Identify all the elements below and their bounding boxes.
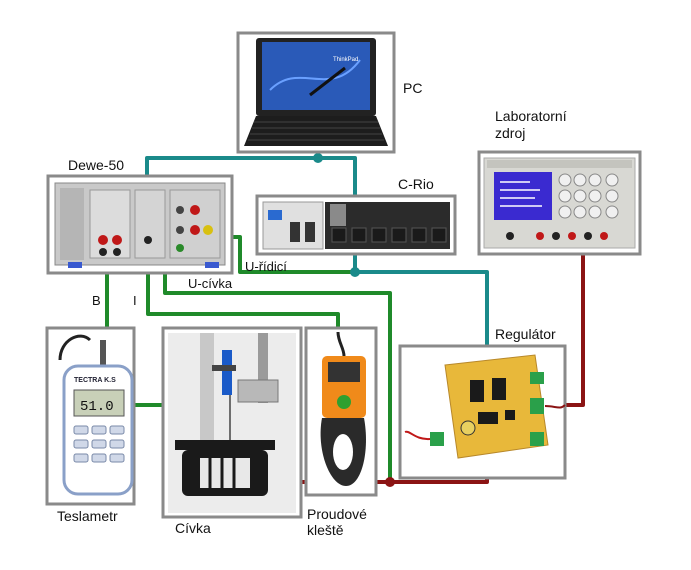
label-wire-u-ridici: U-řídicí [245, 259, 287, 274]
wire-pc-crio [318, 156, 357, 196]
label-crio: C-Rio [398, 176, 434, 192]
laptop-keyboard [244, 116, 388, 146]
wire-supply-regulator [565, 254, 585, 407]
teslametr-device: TECTRA K.S 51.0 [45, 326, 136, 506]
label-dewe: Dewe-50 [68, 157, 125, 173]
teslametr-reading: 51.0 [80, 399, 114, 415]
label-lab-supply-2: zdroj [495, 125, 526, 141]
label-civka: Cívka [175, 520, 211, 536]
junction-red [385, 477, 395, 487]
teslametr-brand: TECTRA K.S [74, 377, 116, 384]
wire-u-civka [163, 272, 392, 482]
label-wire-b: B [92, 293, 101, 308]
dewe-device [46, 174, 234, 275]
label-teslametr: Teslametr [57, 508, 118, 524]
lab-supply-screen [494, 172, 552, 220]
crio-device [255, 194, 457, 256]
laptop-screen [262, 42, 370, 110]
pc-device: ThinkPad [236, 31, 396, 154]
wire-i [146, 272, 340, 332]
junction-pc [313, 153, 323, 163]
label-klieste-1: Proudové [307, 506, 367, 522]
laptop-brand: ThinkPad [333, 57, 358, 63]
teslametr-display [73, 389, 125, 417]
label-regulator: Regulátor [495, 326, 556, 342]
label-klieste-2: kleště [307, 522, 344, 538]
regulator-device [398, 344, 567, 480]
label-pc: PC [403, 80, 423, 96]
junction-u-ridici [350, 267, 360, 277]
civka-device [161, 326, 303, 519]
label-lab-supply-1: Laboratorní [495, 108, 567, 124]
wire-crio-regulator [353, 254, 489, 350]
klieste-device [304, 326, 378, 497]
lab-supply-device [477, 150, 642, 256]
label-wire-i: I [133, 293, 137, 308]
label-wire-u-civka: U-cívka [188, 276, 233, 291]
